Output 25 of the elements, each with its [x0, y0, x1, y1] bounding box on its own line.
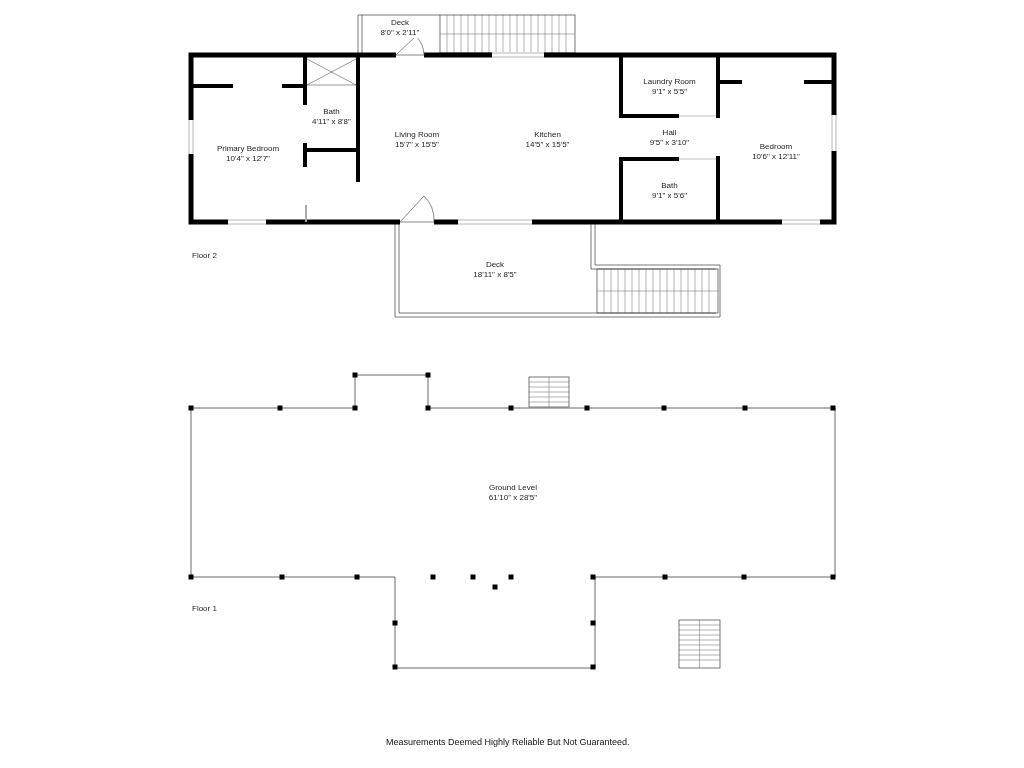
room-dimensions: 61'10" x 28'5"	[488, 493, 538, 503]
room-dimensions: 10'4" x 12'7"	[226, 154, 270, 164]
floor-label: Floor 2	[192, 251, 217, 260]
caption: Measurements Deemed Highly Reliable But Not Guaranteed.	[386, 737, 630, 747]
room-dimensions: 8'0" x 2'11"	[380, 28, 420, 38]
room-dimensions: 9'1" x 5'5"	[652, 86, 687, 97]
room-name: Living Room	[394, 130, 440, 140]
room-name: Hall	[662, 127, 677, 138]
room-dimensions: 4'11" x 8'8"	[312, 116, 351, 127]
room-dimensions: 10'6" x 12'11"	[752, 152, 800, 162]
room-name: Bath	[323, 106, 340, 117]
room-name: Primary Bedroom	[216, 144, 280, 154]
room-dimensions: 18'11" x 8'5"	[473, 270, 517, 280]
room-name: Kitchen	[534, 130, 561, 140]
room-name: Laundry Room	[643, 76, 696, 87]
floor-label: Floor 1	[192, 604, 217, 613]
room-name: Bedroom	[759, 142, 793, 152]
room-name: Bath	[661, 180, 678, 191]
room-name: Ground Level	[489, 483, 537, 493]
room-dimensions: 14'5" x 15'5"	[525, 140, 570, 150]
room-name: Deck	[485, 260, 505, 270]
room-name: Deck	[390, 18, 410, 28]
room-dimensions: 15'7" x 15'5"	[395, 140, 439, 150]
room-dimensions: 9'1" x 5'6"	[652, 190, 687, 201]
room-dimensions: 9'5" x 3'10"	[649, 137, 690, 148]
